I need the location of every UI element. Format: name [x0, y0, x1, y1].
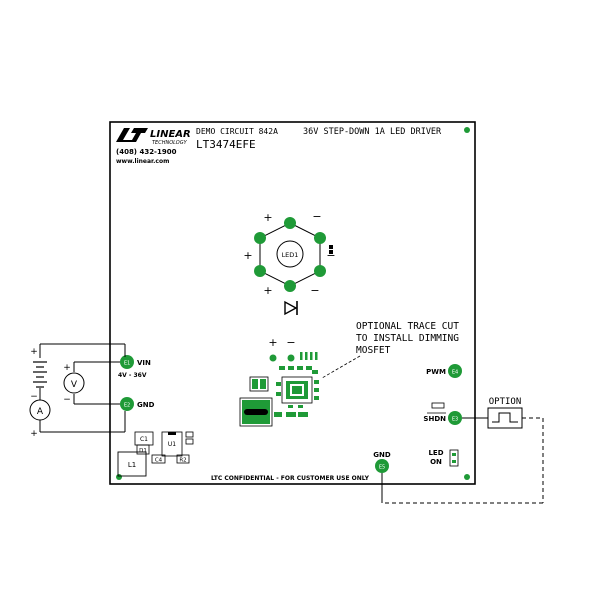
logo-mark — [116, 128, 148, 142]
center-pad-plus — [269, 354, 277, 362]
pad-row — [300, 352, 318, 360]
led-pad-bottom-right — [314, 265, 326, 277]
d1-label: D1 — [139, 448, 147, 454]
small-part-a — [185, 431, 194, 438]
battery-plus: + — [30, 347, 38, 357]
led1-body — [276, 240, 304, 268]
voltmeter-label: V — [71, 380, 78, 390]
c1-label: C1 — [140, 436, 148, 443]
shdn-jumper — [431, 402, 445, 409]
demo-circuit-label: DEMO CIRCUIT 842A — [196, 127, 278, 136]
annotation-line-2: TO INSTALL DIMMING — [356, 333, 459, 344]
terminal-shdn[interactable]: E3 SHDN — [423, 402, 462, 425]
voltmeter-plus: + — [63, 363, 71, 373]
pwm-label: PWM — [426, 368, 446, 376]
gnd-left-pad[interactable] — [120, 397, 134, 411]
logo-sub: TECHNOLOGY — [152, 140, 188, 146]
polarity-mark-2 — [329, 250, 333, 254]
part-number: LT3474EFE — [196, 138, 256, 151]
gnd-bottom-pad-id: E5 — [379, 465, 385, 471]
board-outline — [109, 121, 476, 485]
voltmeter-symbol — [63, 372, 85, 394]
voltmeter-minus: − — [63, 395, 71, 405]
vin-pad-id: E1 — [124, 361, 130, 367]
r2-label: R2 — [179, 458, 186, 464]
vin-range: 4V - 36V — [118, 372, 147, 379]
led-on-line2: ON — [430, 458, 442, 466]
linear-logo: LINEAR TECHNOLOGY — [116, 128, 191, 146]
mounting-dot-bottom-left — [116, 474, 122, 480]
diode-part — [249, 376, 269, 392]
logo-text: LINEAR — [150, 129, 191, 140]
led-array: LED1 + − + − + − — [243, 210, 336, 316]
center-pad-minus — [287, 354, 295, 362]
led-on-part — [449, 449, 459, 467]
pwm-pad-id: E4 — [452, 370, 458, 376]
shdn-pad[interactable] — [448, 411, 462, 425]
shdn-label: SHDN — [423, 415, 446, 423]
led-plus-bottom: + — [263, 284, 272, 297]
r2-outline — [176, 454, 190, 464]
option-label: OPTION — [489, 397, 522, 407]
ic-cluster — [276, 366, 319, 408]
website-url: www.linear.com — [116, 158, 169, 165]
small-part-b — [185, 438, 194, 445]
shdn-pad-id: E3 — [452, 417, 458, 423]
gnd-bottom-label: GND — [373, 451, 391, 459]
inductor-part — [239, 397, 273, 427]
gnd-left-pad-id: E2 — [124, 403, 130, 409]
led-pad-top-left — [254, 232, 266, 244]
d1-outline — [136, 444, 150, 455]
gnd-bottom-pad[interactable] — [375, 459, 389, 473]
led-minus-bottom: − — [310, 284, 319, 297]
terminal-gnd-left[interactable]: E2 GND — [120, 397, 155, 411]
mounting-dot-bottom-right — [464, 474, 470, 480]
pwm-pad[interactable] — [448, 364, 462, 378]
small-parts — [274, 412, 308, 417]
led-on-line1: LED — [428, 449, 443, 457]
c4-label: C4 — [155, 458, 163, 464]
terminal-vin[interactable]: E1 VIN 4V - 36V — [118, 355, 151, 379]
led-pad-bottom-left — [254, 265, 266, 277]
u1-label: U1 — [168, 441, 176, 448]
center-minus: − — [286, 336, 295, 349]
led-pad-bottom — [284, 280, 296, 292]
l1-outline — [117, 451, 147, 477]
led-minus-top: − — [312, 210, 321, 223]
led-on-indicator: LED ON — [428, 449, 459, 467]
option-box — [487, 407, 523, 429]
ammeter-label: A — [37, 407, 44, 417]
annotation-line-1: OPTIONAL TRACE CUT — [356, 321, 459, 332]
polarity-mark — [329, 245, 333, 249]
led-plus-top: + — [263, 211, 272, 224]
board-title: 36V STEP-DOWN 1A LED DRIVER — [303, 127, 442, 137]
battery-minus: − — [30, 392, 38, 402]
phone-number: (408) 432-1900 — [116, 148, 177, 156]
led-minus-right: − — [326, 249, 335, 262]
component-group: C1 D1 U1 C4 R2 L1 — [117, 431, 194, 477]
c4-outline — [151, 454, 166, 464]
vin-pad[interactable] — [120, 355, 134, 369]
terminal-pwm[interactable]: E4 PWM — [426, 364, 462, 378]
led-pad-top — [284, 217, 296, 229]
ammeter-symbol — [29, 399, 51, 421]
gnd-left-label: GND — [137, 401, 155, 409]
center-plus: + — [268, 336, 277, 349]
annotation-line-3: MOSFET — [356, 345, 391, 356]
battery-symbol — [32, 358, 48, 388]
ammeter-plus: + — [30, 429, 38, 439]
footer-note: LTC CONFIDENTIAL - FOR CUSTOMER USE ONLY — [211, 475, 370, 482]
l1-label: L1 — [128, 461, 136, 469]
vin-label: VIN — [137, 359, 151, 367]
mounting-dot-top-right — [464, 127, 470, 133]
diode-symbol — [284, 300, 298, 316]
pulse-waveform — [492, 412, 518, 423]
terminal-gnd-bottom[interactable]: GND E5 — [373, 451, 391, 473]
led1-label: LED1 — [282, 251, 299, 259]
annotation-leader — [321, 355, 361, 379]
led-pad-top-right — [314, 232, 326, 244]
led-plus-left: + — [243, 249, 252, 262]
option-wiring — [381, 417, 544, 504]
